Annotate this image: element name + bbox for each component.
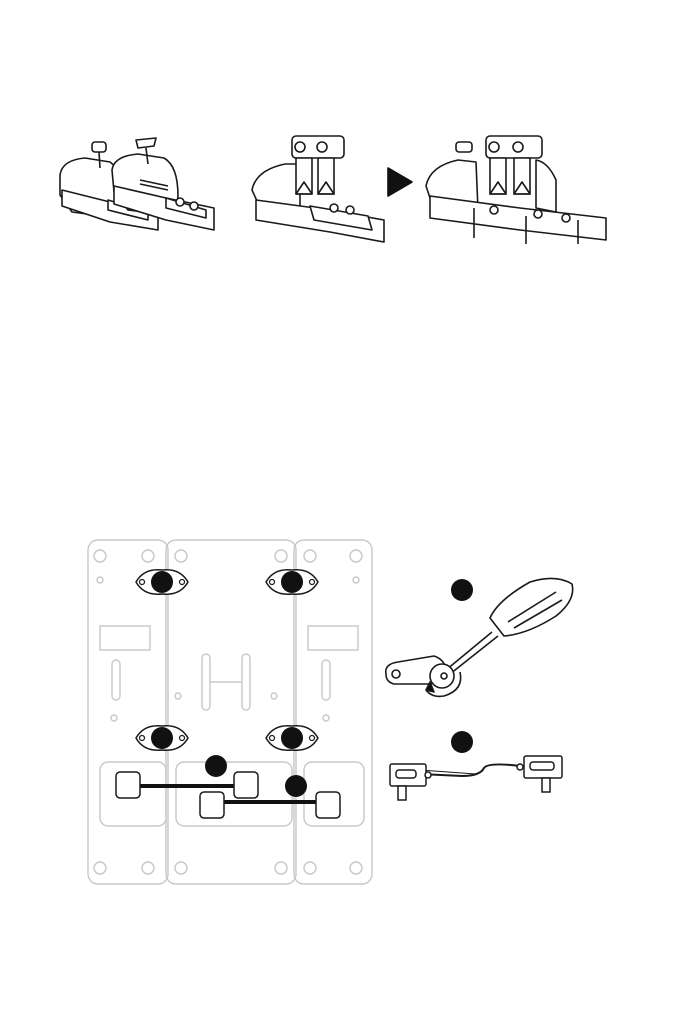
add-on-levers-pair [60, 138, 214, 230]
throttle-quadrant-base [252, 136, 384, 242]
tools-svg [380, 570, 580, 810]
base-plate-svg [86, 538, 376, 888]
tools-diagram [380, 570, 580, 810]
top-illustration [0, 120, 680, 260]
callout-cable [451, 731, 473, 753]
callout-cables-b [285, 775, 307, 797]
assembled-quadrant [426, 136, 606, 244]
base-plate-diagram [86, 538, 376, 888]
callout-screws [151, 727, 173, 749]
callout-cables-a [205, 755, 227, 777]
screwdriver-icon [386, 578, 573, 696]
top-illustration-svg [0, 120, 680, 260]
callout-screws [281, 571, 303, 593]
callout-screws [281, 727, 303, 749]
play-arrow-icon [388, 168, 412, 196]
callout-screwdriver [451, 579, 473, 601]
callout-screws [151, 571, 173, 593]
cable-icon [390, 756, 562, 800]
